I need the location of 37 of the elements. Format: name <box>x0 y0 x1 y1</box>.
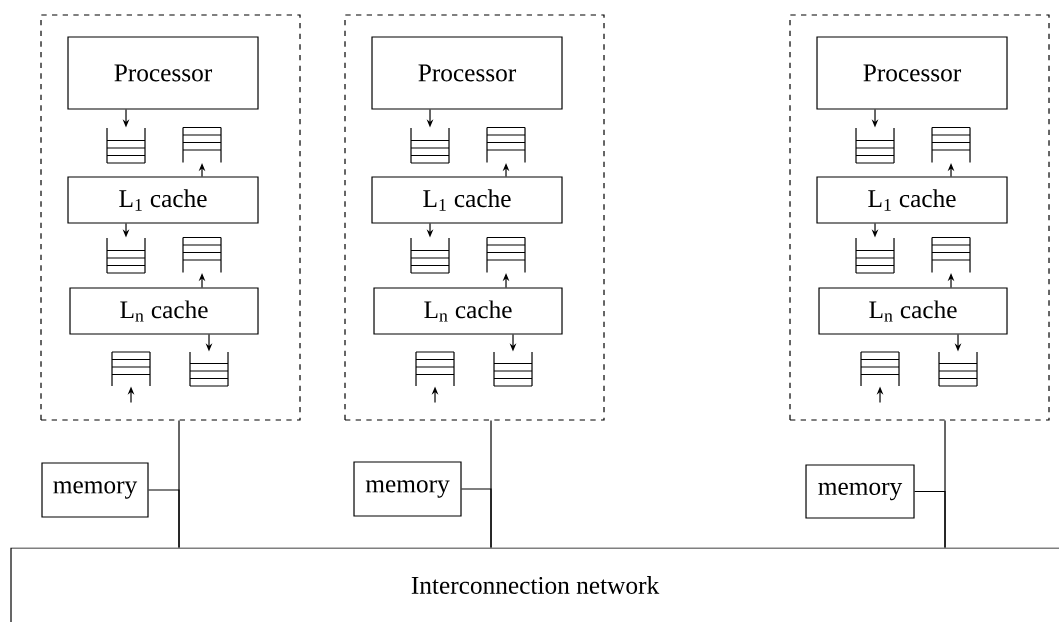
queue-symbol <box>486 236 526 274</box>
queue-symbol <box>189 351 229 387</box>
queue-symbol <box>860 351 900 387</box>
queue-symbol <box>182 126 222 164</box>
component-box: L$_{n}$ cache <box>818 287 1008 335</box>
connector-line <box>148 489 180 548</box>
queue-symbol <box>855 237 895 274</box>
network-box: Interconnection network <box>10 547 1059 622</box>
component-box: L$_{1}$ cache <box>371 176 563 224</box>
dashed-box <box>789 14 1050 421</box>
component-box: L$_{n}$ cache <box>69 287 259 335</box>
component-box: L$_{1}$ cache <box>816 176 1008 224</box>
component-box: Processor <box>67 36 259 110</box>
component-box: memory <box>41 462 149 518</box>
queue-symbol <box>182 236 222 274</box>
component-box: Processor <box>816 36 1008 110</box>
component-box: Processor <box>371 36 563 110</box>
queue-symbol <box>931 126 971 164</box>
queue-symbol <box>410 237 450 274</box>
queue-symbol <box>106 237 146 274</box>
queue-symbol <box>486 126 526 164</box>
queue-symbol <box>415 351 455 387</box>
connector-line <box>461 488 492 548</box>
queue-symbol <box>111 351 151 387</box>
queue-symbol <box>855 127 895 164</box>
dashed-box <box>344 14 605 421</box>
component-box: L$_{1}$ cache <box>67 176 259 224</box>
queue-symbol <box>931 236 971 274</box>
queue-symbol <box>106 127 146 164</box>
dashed-box <box>40 14 301 421</box>
queue-symbol <box>938 351 978 387</box>
component-box: memory <box>805 464 915 519</box>
component-box: L$_{n}$ cache <box>373 287 563 335</box>
connector-line <box>914 490 946 548</box>
component-box: memory <box>353 461 462 517</box>
queue-symbol <box>410 127 450 164</box>
queue-symbol <box>493 351 533 387</box>
